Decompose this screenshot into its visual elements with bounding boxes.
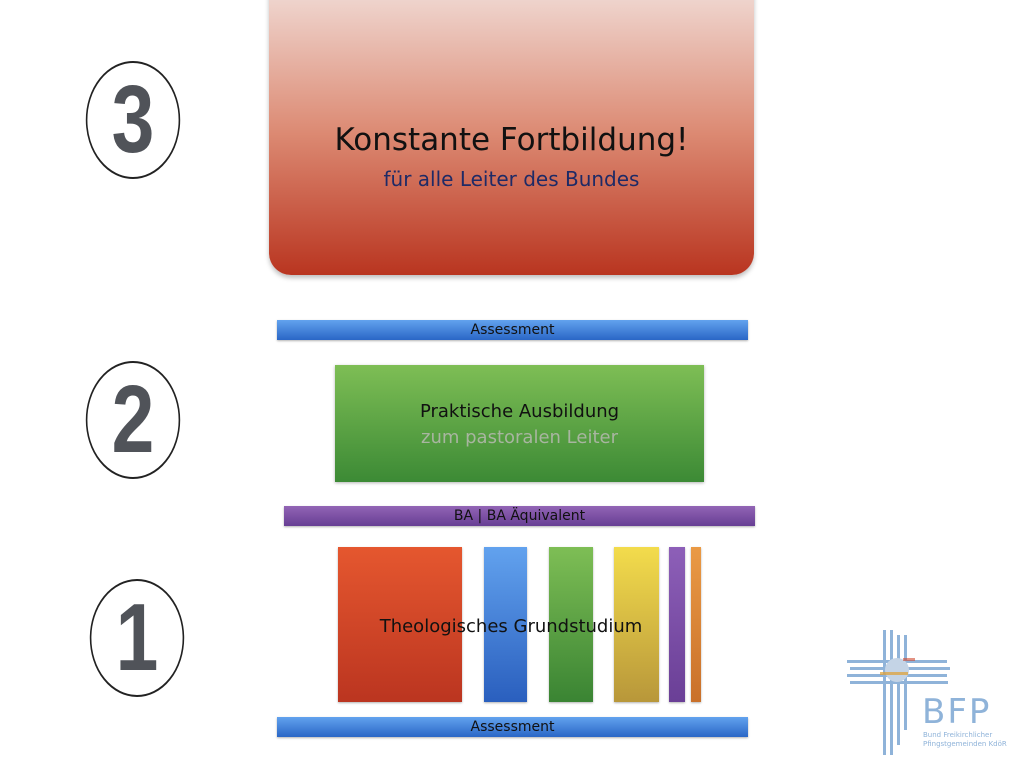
logo-subtitle-1: Bund Freikirchlicher bbox=[923, 731, 993, 739]
step-2-circle: 2 bbox=[85, 361, 181, 479]
bfp-logo: BFP Bund Freikirchlicher Pfingstgemeinde… bbox=[845, 630, 1007, 755]
cross-dove-icon bbox=[847, 630, 950, 755]
foundation-column-blue bbox=[484, 547, 527, 702]
foundation-column-purple bbox=[669, 547, 685, 702]
logo-subtitle-2: Pfingstgemeinden KdöR bbox=[923, 740, 1007, 748]
foundation-column-amber bbox=[691, 547, 701, 702]
ba-equivalent-bar: BA | BA Äquivalent bbox=[284, 506, 755, 526]
continuing-education-box: Konstante Fortbildung! für alle Leiter d… bbox=[269, 0, 754, 275]
logo-name: BFP bbox=[922, 692, 992, 732]
foundation-column-yellow bbox=[614, 547, 659, 702]
assessment-bar-bottom: Assessment bbox=[277, 717, 748, 737]
foundation-label: Theologisches Grundstudium bbox=[379, 616, 643, 637]
assessment-bar-top: Assessment bbox=[277, 320, 748, 340]
foundation-column-orange bbox=[338, 547, 462, 702]
step-3-circle: 3 bbox=[85, 61, 181, 179]
practical-training-box: Praktische Ausbildung zum pastoralen Lei… bbox=[335, 365, 704, 482]
practical-subtitle: zum pastoralen Leiter bbox=[421, 427, 618, 448]
hero-title: Konstante Fortbildung! bbox=[334, 122, 689, 158]
step-1-circle: 1 bbox=[89, 579, 185, 697]
practical-title: Praktische Ausbildung bbox=[419, 401, 620, 422]
hero-subtitle: für alle Leiter des Bundes bbox=[383, 167, 640, 191]
foundation-column-green bbox=[549, 547, 593, 702]
